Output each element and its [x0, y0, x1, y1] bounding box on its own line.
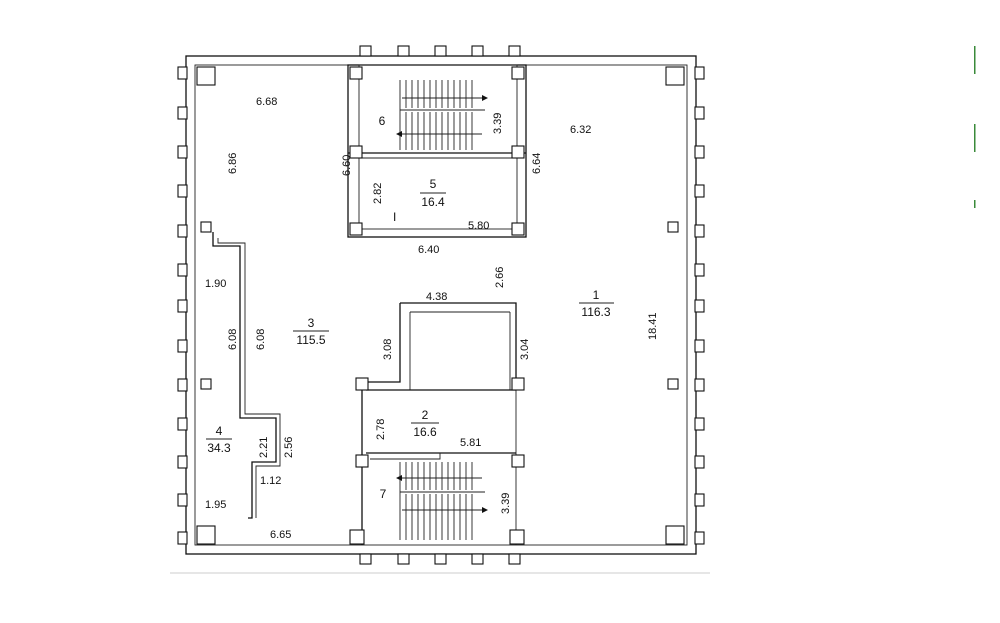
column	[665, 525, 685, 545]
dim-278: 2.78	[375, 419, 387, 440]
dim-686: 6.86	[227, 153, 239, 174]
edge-mark	[974, 124, 976, 152]
svg-text:1: 1	[593, 288, 600, 302]
column	[196, 66, 216, 86]
room-4-partition	[212, 232, 281, 519]
column	[667, 378, 679, 390]
room-3-label: 3 115.5	[293, 316, 329, 347]
central-block	[349, 302, 525, 545]
dim-664: 6.64	[531, 153, 543, 174]
dim-339b: 3.39	[500, 493, 512, 514]
column	[667, 221, 679, 233]
column	[665, 66, 685, 86]
dim-304: 3.04	[519, 339, 531, 360]
upper-core	[347, 64, 527, 238]
svg-text:5: 5	[430, 177, 437, 191]
column	[200, 378, 212, 390]
room-7-label: 7	[380, 487, 387, 501]
dim-608b: 6.08	[255, 329, 267, 350]
inner-wall	[194, 64, 688, 546]
dim-282: 2.82	[372, 183, 384, 204]
dim-221: 2.21	[258, 437, 270, 458]
svg-text:16.6: 16.6	[413, 425, 437, 439]
stair-upper	[396, 80, 488, 150]
dim-640: 6.40	[418, 244, 439, 256]
room-4-label: 4 34.3	[206, 424, 232, 455]
room-marker: I	[393, 210, 396, 224]
column	[196, 525, 216, 545]
column	[200, 221, 212, 233]
top-pilasters	[359, 45, 521, 57]
dim-438: 4.38	[426, 291, 447, 303]
svg-text:115.5: 115.5	[296, 333, 325, 347]
edge-mark	[974, 46, 976, 74]
bottom-pilasters	[359, 553, 521, 565]
svg-text:34.3: 34.3	[207, 441, 231, 455]
room-1-label: 1 116.3	[579, 288, 614, 319]
dim-608a: 6.08	[227, 329, 239, 350]
room-5-label: 5 16.4	[420, 177, 446, 209]
dim-256: 2.56	[283, 437, 295, 458]
room-6-label: 6	[379, 114, 386, 128]
svg-text:16.4: 16.4	[421, 195, 445, 209]
dim-581: 5.81	[460, 437, 481, 449]
svg-text:116.3: 116.3	[581, 305, 610, 319]
edge-mark	[974, 200, 976, 208]
stair-lower	[396, 462, 488, 540]
svg-text:3: 3	[308, 316, 315, 330]
left-pilasters	[177, 66, 188, 545]
dim-112: 1.12	[260, 475, 281, 487]
dim-195: 1.95	[205, 499, 226, 511]
dim-190: 1.90	[205, 278, 226, 290]
dim-665: 6.65	[270, 529, 291, 541]
room-2-label: 2 16.6	[411, 408, 439, 439]
dim-308: 3.08	[382, 339, 394, 360]
dim-580: 5.80	[468, 220, 489, 232]
right-pilasters	[694, 66, 705, 545]
dim-632: 6.32	[570, 124, 591, 136]
dim-1841: 18.41	[647, 312, 659, 340]
dim-660: 6.60	[341, 155, 353, 176]
svg-text:4: 4	[216, 424, 223, 438]
dim-668: 6.68	[256, 96, 277, 108]
dim-339a: 3.39	[492, 113, 504, 134]
dim-266: 2.66	[494, 267, 506, 288]
svg-text:2: 2	[422, 408, 429, 422]
